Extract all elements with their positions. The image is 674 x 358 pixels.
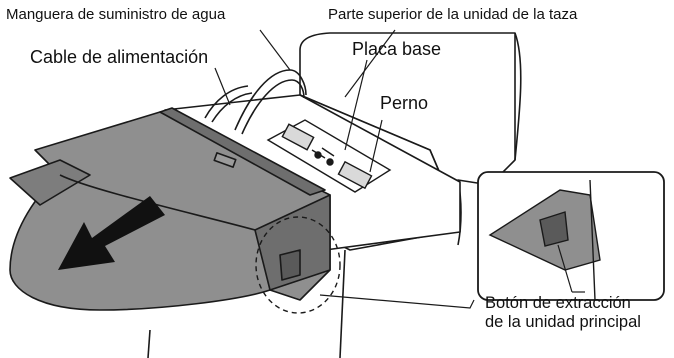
leader-lines (214, 29, 585, 309)
label-bowl-top: Parte superior de la unidad de la taza (328, 6, 578, 23)
label-bolt: Perno (380, 93, 429, 113)
label-release-button-line2: de la unidad principal (485, 313, 641, 331)
callout-circle (255, 216, 341, 314)
inset-detail (477, 171, 665, 301)
base-plate (266, 119, 392, 193)
label-power-cable: Cable de alimentación (30, 47, 209, 67)
label-base-plate: Placa base (352, 39, 442, 59)
label-water-hose: Manguera de suministro de agua (6, 6, 226, 23)
pull-direction-arrow (58, 196, 165, 270)
label-release-button-line1: Botón de extracción (485, 294, 631, 312)
